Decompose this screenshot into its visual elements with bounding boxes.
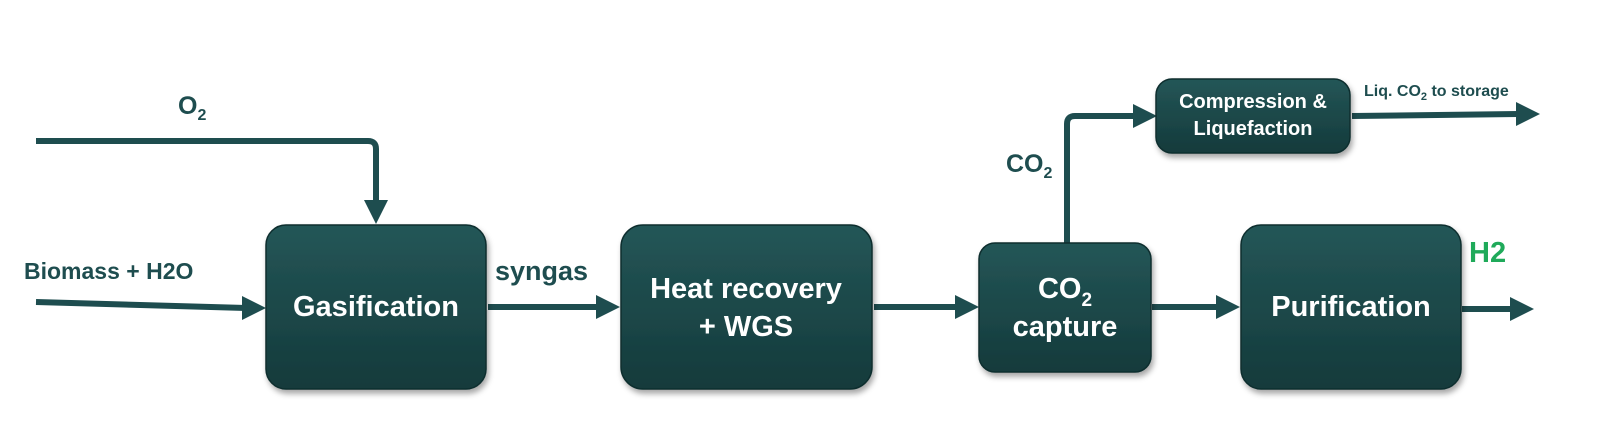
process-boxes bbox=[265, 78, 1462, 390]
syngas-label: syngas bbox=[495, 256, 588, 286]
compression-label-line1: Compression & bbox=[1179, 91, 1327, 113]
co2-branch-line bbox=[1064, 113, 1137, 243]
compression-liquefaction-box bbox=[1155, 78, 1351, 154]
liq-co2-subscript: 2 bbox=[1421, 91, 1427, 103]
gasification-label: Gasification bbox=[293, 291, 459, 323]
oxygen-feed-line bbox=[36, 138, 379, 206]
purification-label: Purification bbox=[1271, 291, 1431, 323]
biomass-arrowhead bbox=[242, 296, 266, 320]
oxygen-base: O bbox=[178, 92, 197, 120]
heat-recovery-box bbox=[620, 224, 873, 390]
liq-co2-arrowhead bbox=[1516, 102, 1540, 126]
heat-recovery-label-line1: Heat recovery bbox=[650, 273, 842, 305]
gasification-box bbox=[265, 224, 487, 390]
co2-branch-base: CO bbox=[1006, 150, 1044, 178]
co2-capture-subscript: 2 bbox=[1081, 290, 1092, 311]
co2-capture-box bbox=[978, 242, 1152, 373]
h2-product-arrowhead bbox=[1510, 297, 1534, 321]
co2-capture-label-line2: capture bbox=[1013, 311, 1118, 343]
biomass-feed-line bbox=[35, 299, 247, 311]
liq-co2-line bbox=[1351, 111, 1519, 119]
liq-co2-prefix: Liq. CO bbox=[1364, 83, 1421, 100]
co2-branch-subscript: 2 bbox=[1044, 165, 1053, 182]
capture-to-purification-arrowhead bbox=[1216, 295, 1240, 319]
co2-capture-label-line1: CO2 bbox=[1038, 273, 1092, 311]
co2-capture-base: CO bbox=[1038, 273, 1082, 305]
compression-label-line2: Liquefaction bbox=[1194, 118, 1313, 140]
heat-recovery-label-line2: + WGS bbox=[699, 311, 793, 343]
liq-co2-label: Liq. CO2 to storage bbox=[1364, 83, 1509, 103]
oxygen-subscript: 2 bbox=[197, 107, 206, 124]
oxygen-label: O2 bbox=[178, 92, 206, 124]
h2-product-label: H2 bbox=[1469, 237, 1506, 269]
arrowheads bbox=[242, 102, 1540, 321]
liq-co2-suffix: to storage bbox=[1427, 83, 1509, 100]
shifted-gas-arrowhead bbox=[955, 295, 979, 319]
biomass-label: Biomass + H2O bbox=[24, 258, 193, 284]
co2-branch-arrowhead bbox=[1133, 104, 1157, 128]
co2-branch-label: CO2 bbox=[1006, 150, 1053, 182]
oxygen-arrowhead bbox=[364, 200, 388, 224]
syngas-arrowhead bbox=[596, 295, 620, 319]
purification-box bbox=[1240, 224, 1462, 390]
connectors bbox=[35, 111, 1519, 312]
